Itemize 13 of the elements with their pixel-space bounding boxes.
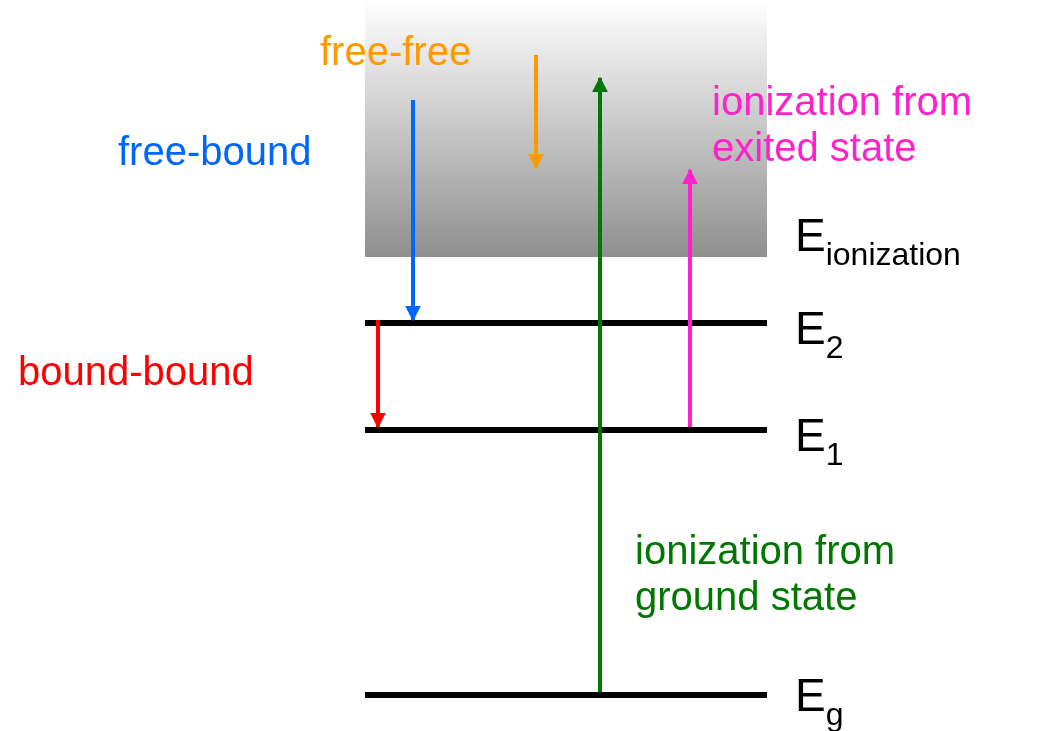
edge-label: free-free — [320, 28, 473, 74]
arrow — [528, 55, 544, 170]
edge-label: free-bound — [118, 128, 313, 174]
arrow — [405, 100, 421, 322]
arrow — [682, 168, 698, 427]
edge-label: ionization from ground state — [635, 527, 897, 619]
edge-label: bound-bound — [18, 348, 255, 394]
energy-label: E$_{1}$ — [795, 412, 844, 471]
arrow — [370, 320, 386, 429]
energy-label: E$_{2}$ — [795, 305, 844, 364]
arrow — [592, 76, 608, 692]
edge-label: ionization from exited state — [712, 78, 974, 170]
energy-label: E$_{ionization}$ — [795, 212, 961, 271]
